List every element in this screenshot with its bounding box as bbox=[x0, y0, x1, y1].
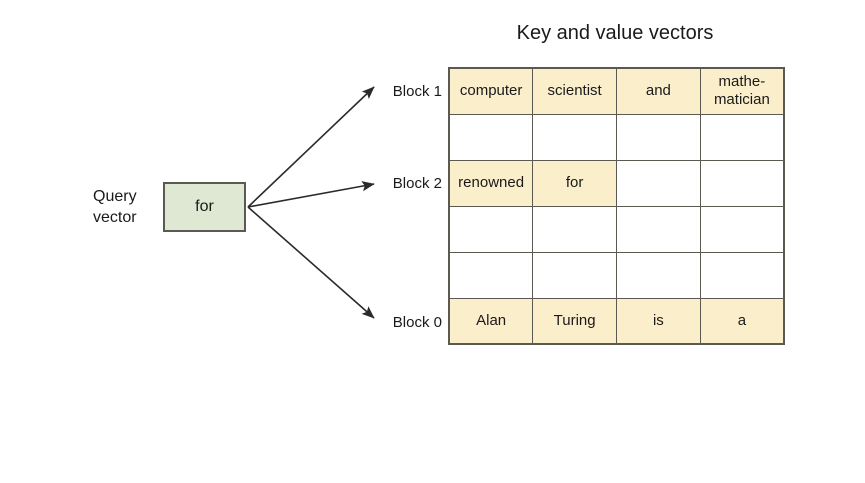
table-cell-empty bbox=[699, 251, 785, 299]
table-cell-empty bbox=[699, 159, 785, 207]
query-vector-value: for bbox=[195, 198, 214, 215]
table-cell-filled: mathe-matician bbox=[699, 67, 785, 115]
arrow-to-block-0 bbox=[247, 206, 375, 319]
table-cell-empty bbox=[532, 251, 617, 299]
table-cell-empty bbox=[448, 205, 534, 253]
table-cell-filled: for bbox=[532, 159, 617, 207]
query-vector-label-line2: vector bbox=[93, 209, 137, 226]
table-cell-empty bbox=[699, 205, 785, 253]
block-label-0: Block 0 bbox=[392, 314, 442, 331]
table-cell-empty bbox=[448, 251, 534, 299]
block-label-1: Block 1 bbox=[392, 83, 442, 100]
table-cell-filled: Alan bbox=[448, 297, 534, 345]
table-cell-filled: computer bbox=[448, 67, 534, 115]
table-cell-empty bbox=[699, 113, 785, 161]
table-cell-empty bbox=[448, 113, 534, 161]
query-vector-box: for bbox=[163, 182, 246, 232]
block-label-2: Block 2 bbox=[392, 175, 442, 192]
query-vector-label: Query vector bbox=[93, 186, 163, 228]
table-row bbox=[448, 113, 785, 161]
table-row bbox=[448, 205, 785, 253]
table-cell-empty bbox=[616, 159, 701, 207]
table-row bbox=[448, 251, 785, 299]
query-vector-label-line1: Query bbox=[93, 188, 137, 205]
table-cell-filled: and bbox=[616, 67, 701, 115]
table-cell-empty bbox=[616, 113, 701, 161]
table-cell-filled: a bbox=[699, 297, 785, 345]
table-cell-empty bbox=[532, 113, 617, 161]
table-cell-empty bbox=[532, 205, 617, 253]
table-cell-line: mathe- bbox=[718, 73, 766, 91]
table-cell-empty bbox=[616, 205, 701, 253]
table-cell-filled: scientist bbox=[532, 67, 617, 115]
arrow-to-block-1 bbox=[247, 86, 375, 208]
page-title: Key and value vectors bbox=[516, 22, 714, 44]
table-cell-line: matician bbox=[713, 91, 770, 109]
arrow-to-block-2 bbox=[247, 181, 375, 208]
table-cell-empty bbox=[616, 251, 701, 299]
table-cell-filled: Turing bbox=[532, 297, 617, 345]
table-cell-filled: renowned bbox=[448, 159, 534, 207]
table-cell-filled: is bbox=[616, 297, 701, 345]
